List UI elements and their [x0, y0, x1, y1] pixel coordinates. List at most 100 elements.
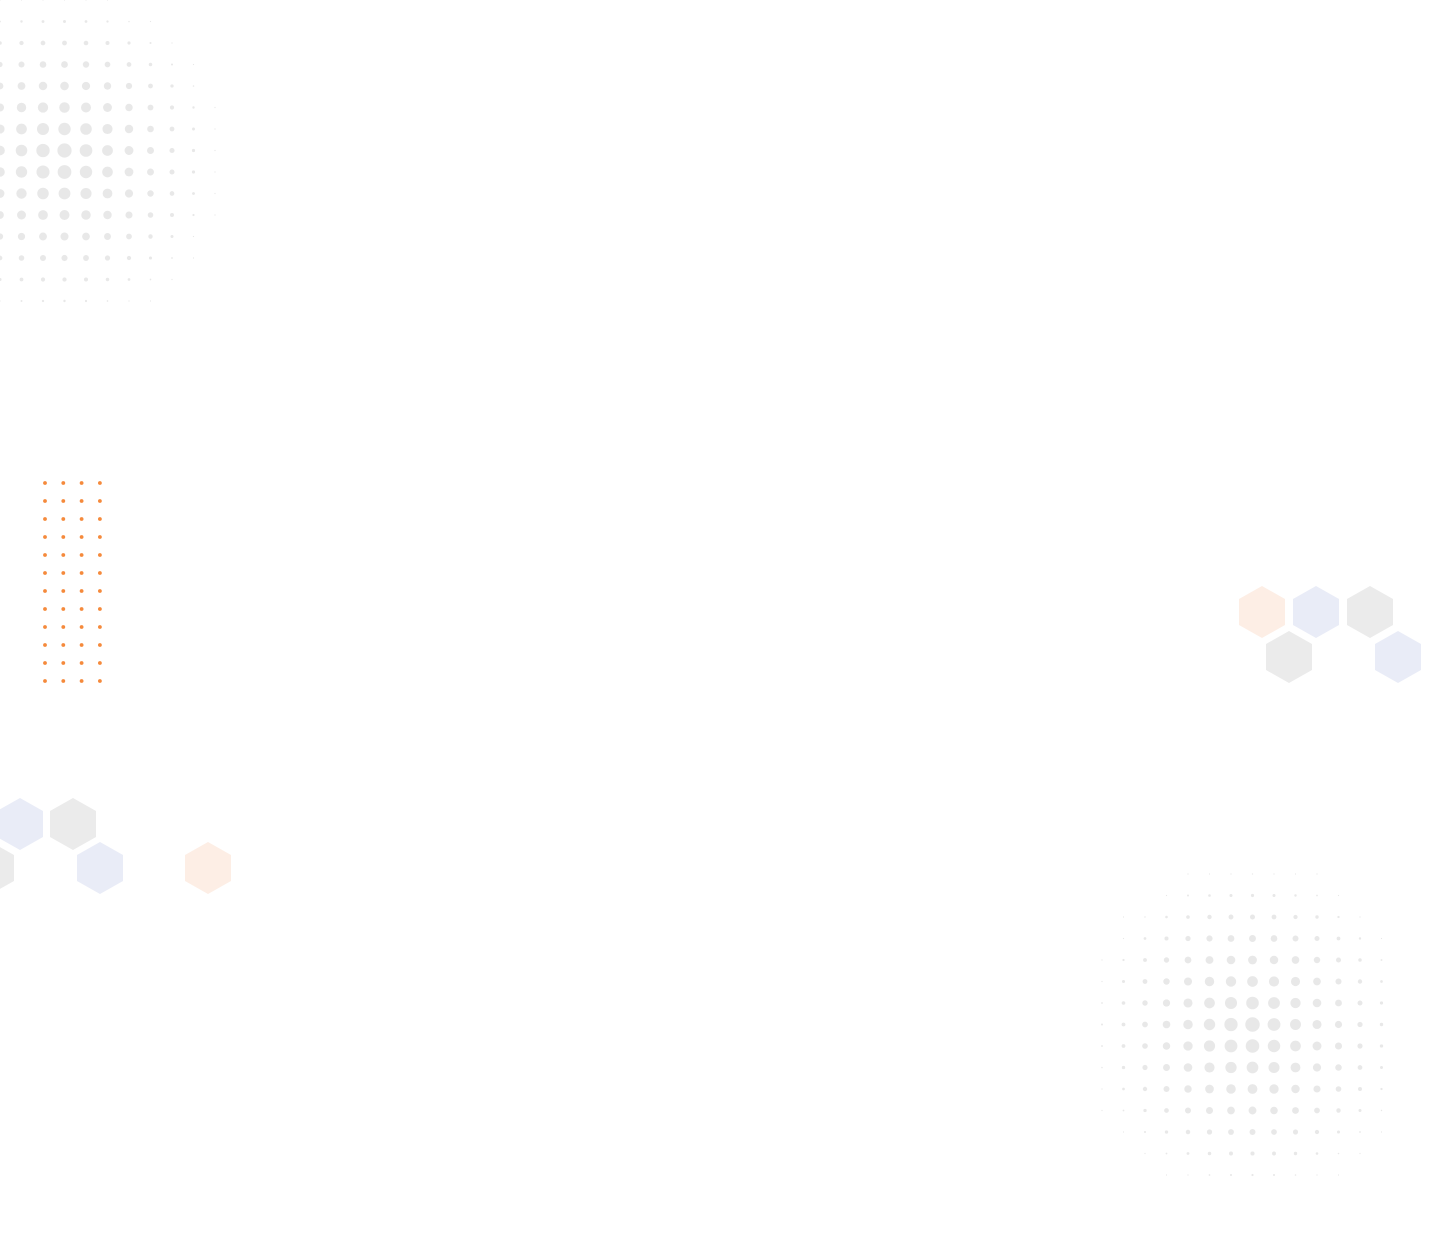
halftone-dot [147, 125, 154, 133]
halftone-dot [1163, 1086, 1170, 1092]
halftone-dot [61, 61, 68, 68]
halftone-dot [126, 233, 132, 240]
halftone-dot [1121, 1001, 1126, 1005]
halftone-dot [125, 82, 133, 90]
halftone-dot [1185, 1129, 1191, 1135]
halftone-dot [15, 144, 28, 157]
halftone-dot [16, 188, 27, 199]
halftone-dot [1290, 1062, 1301, 1073]
halftone-dot [18, 61, 25, 68]
halftone-dot [1122, 1087, 1125, 1091]
halftone-dot [1142, 1086, 1148, 1092]
halftone-dot [61, 254, 68, 262]
halftone-dot [149, 278, 152, 281]
halftone-dot [1183, 1041, 1193, 1051]
halftone-dot [171, 42, 173, 44]
halftone-dot [103, 103, 112, 112]
halftone-dot [192, 85, 195, 87]
halftone-dot [1337, 915, 1340, 919]
halftone-dot [1314, 1107, 1320, 1114]
halftone-dot [0, 211, 4, 219]
halftone-dot [147, 212, 154, 218]
halftone-dot [1335, 978, 1342, 985]
halftone-dot [214, 106, 216, 109]
halftone-dot [15, 166, 28, 178]
halftone-dot [149, 300, 152, 302]
halftone-dot [169, 147, 175, 154]
halftone-dot [1101, 1023, 1103, 1026]
halftone-dot [1225, 976, 1237, 987]
halftone-dot [1290, 1019, 1301, 1030]
halftone-dot [1187, 873, 1189, 875]
halftone-dot [1380, 1087, 1383, 1091]
halftone-dot [191, 148, 196, 153]
halftone-dot [1290, 997, 1301, 1009]
orange-dot [61, 571, 66, 575]
halftone-dot [1272, 894, 1276, 897]
halftone-dot [1121, 1022, 1126, 1027]
halftone-dot [149, 20, 152, 23]
halftone-dot [1142, 1064, 1148, 1071]
halftone-dot [1101, 1045, 1103, 1047]
orange-dot [79, 571, 84, 575]
halftone-dot [214, 128, 216, 130]
halftone-dot [214, 171, 216, 173]
halftone-dot [1316, 894, 1318, 897]
orange-dot [98, 535, 102, 539]
halftone-dot [127, 278, 131, 281]
halftone-dot [1122, 958, 1125, 962]
halftone-dot [1267, 1039, 1281, 1053]
halftone-dot [1272, 1151, 1276, 1156]
halftone-dot [1224, 1039, 1238, 1053]
halftone-dot [59, 210, 70, 220]
halftone-dot [84, 20, 88, 23]
halftone-dot [1204, 997, 1215, 1009]
halftone-dot [1270, 935, 1278, 942]
halftone-dot [1335, 1086, 1342, 1092]
halftone-dot [1122, 916, 1125, 918]
halftone-dot [59, 102, 70, 113]
halftone-dot [1249, 914, 1256, 920]
orange-dot [98, 481, 102, 485]
halftone-dot [105, 40, 110, 46]
hexagon-shape [185, 842, 231, 894]
halftone-dot [105, 277, 110, 282]
orange-dot [98, 589, 102, 593]
halftone-dot [1267, 1018, 1281, 1031]
halftone-dot [0, 233, 4, 240]
halftone-dot [17, 210, 26, 220]
halftone-dot [1312, 1041, 1322, 1051]
halftone-dot [41, 299, 45, 303]
halftone-dot [1186, 915, 1190, 919]
orange-dot [79, 625, 84, 629]
halftone-dot [1144, 916, 1146, 918]
halftone-dot [147, 147, 154, 154]
halftone-dot [1162, 1020, 1171, 1029]
halftone-dot [1163, 957, 1170, 963]
halftone-dot [125, 211, 133, 219]
halftone-dot [0, 124, 5, 134]
halftone-dot [1380, 959, 1383, 961]
halftone-dot [1246, 1061, 1259, 1074]
halftone-dot [124, 167, 134, 177]
halftone-dot [16, 102, 27, 113]
halftone-dot [147, 168, 154, 176]
hexagon-shape [1266, 631, 1312, 683]
halftone-dot [1380, 937, 1383, 940]
halftone-dot [57, 143, 72, 158]
halftone-dot [40, 277, 46, 282]
halftone-dot [1357, 1065, 1363, 1070]
halftone-dot [191, 170, 196, 174]
halftone-dot [1316, 873, 1318, 875]
halftone-dot [1208, 894, 1211, 897]
halftone-dot [1165, 1152, 1168, 1155]
orange-dot [98, 499, 102, 503]
halftone-dot [83, 40, 89, 46]
halftone-dot [1334, 1020, 1343, 1029]
halftone-dot [1273, 873, 1275, 875]
halftone-dot [1315, 915, 1319, 919]
halftone-dot [192, 213, 195, 217]
halftone-dot [1268, 997, 1280, 1009]
halftone-dot [169, 105, 175, 110]
halftone-dot [16, 123, 27, 135]
